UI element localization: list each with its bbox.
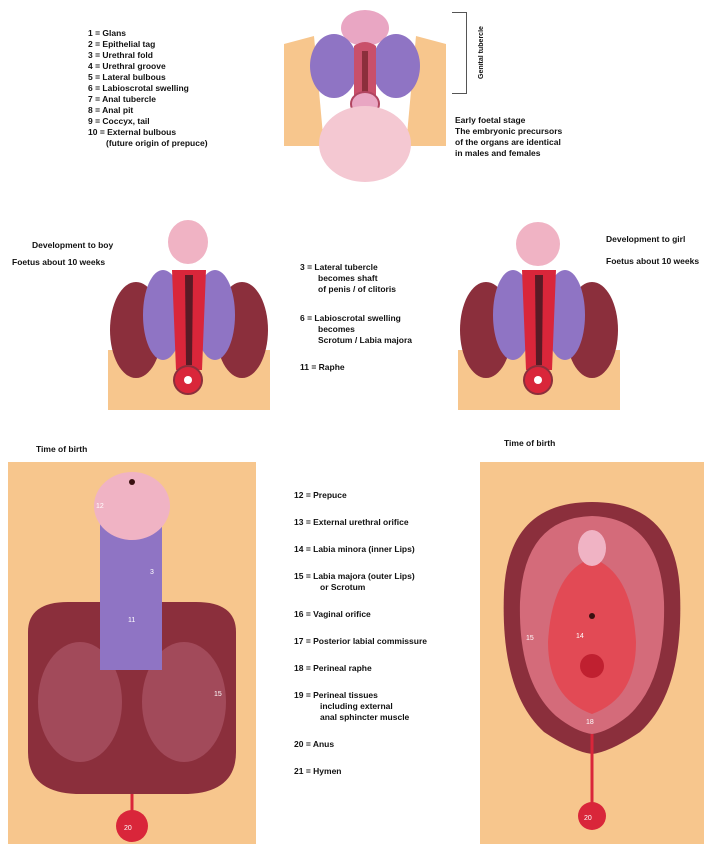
legend-item: 15 = Labia majora (outer Lips) <box>294 571 427 582</box>
legend-item: 8 = Anal pit <box>88 105 208 116</box>
bottom-legend-group: 12 = Prepuce <box>294 490 427 501</box>
legend-item: 6 = Labioscrotal swelling <box>300 313 412 324</box>
male-birth-figure: 12 3 11 15 20 <box>8 462 256 844</box>
legend-item: Scrotum / Labia majora <box>300 335 412 346</box>
legend-item: 7 = Anal tubercle <box>88 94 208 105</box>
legend-item: 1 = Glans <box>88 28 208 39</box>
legend-item: 2 = Epithelial tag <box>88 39 208 50</box>
legend-item: 5 = Lateral bulbous <box>88 72 208 83</box>
legend-item: 9 = Coccyx, tail <box>88 116 208 127</box>
middle-legend-group: 11 = Raphe <box>300 362 412 373</box>
legend-item: 13 = External urethral orifice <box>294 517 427 528</box>
figure-number: 18 <box>586 719 594 726</box>
bottom-legend-group: 20 = Anus <box>294 739 427 750</box>
early-stage-line: in males and females <box>455 148 562 159</box>
bottom-legend-group: 16 = Vaginal orifice <box>294 609 427 620</box>
legend-item: 18 = Perineal raphe <box>294 663 427 674</box>
bottom-legend-group: 19 = Perineal tissues including external… <box>294 690 427 723</box>
figure-number: 11 <box>128 617 135 624</box>
legend-item: 19 = Perineal tissues <box>294 690 427 701</box>
bottom-legend-group: 14 = Labia minora (inner Lips) <box>294 544 427 555</box>
bottom-legend-group: 18 = Perineal raphe <box>294 663 427 674</box>
middle-legend-group: 3 = Lateral tubercle becomes shaft of pe… <box>300 262 412 295</box>
early-stage-text: Early foetal stage The embryonic precurs… <box>455 115 562 159</box>
figure-number: 12 <box>96 503 104 510</box>
legend-item: 16 = Vaginal orifice <box>294 609 427 620</box>
figure-number: 20 <box>584 815 592 822</box>
time-of-birth-left: Time of birth <box>36 444 87 455</box>
boy-heading: Development to boy Foetus about 10 weeks <box>12 240 113 268</box>
legend-item: 3 = Lateral tubercle <box>300 262 412 273</box>
bottom-legend: 12 = Prepuce 13 = External urethral orif… <box>294 490 427 777</box>
boy-heading-title: Development to boy <box>12 240 113 251</box>
early-stage-line: of the organs are identical <box>455 137 562 148</box>
legend-item: of penis / of clitoris <box>300 284 412 295</box>
legend-item: 21 = Hymen <box>294 766 427 777</box>
early-stage-figure <box>284 6 446 182</box>
girl-10-weeks-figure <box>458 220 620 410</box>
legend-item: including external <box>294 701 427 712</box>
female-birth-figure: 15 14 18 20 <box>480 462 704 844</box>
figure-number: 3 <box>150 569 154 576</box>
figure-number: 15 <box>526 635 534 642</box>
vertical-label: Genital tubercle <box>478 8 485 98</box>
time-of-birth-right: Time of birth <box>504 438 555 449</box>
bracket <box>452 12 467 94</box>
middle-legend: 3 = Lateral tubercle becomes shaft of pe… <box>300 262 412 373</box>
early-stage-line: Early foetal stage <box>455 115 562 126</box>
legend-item: becomes shaft <box>300 273 412 284</box>
bottom-legend-group: 21 = Hymen <box>294 766 427 777</box>
legend-item: becomes <box>300 324 412 335</box>
figure-number: 14 <box>576 633 584 640</box>
bottom-legend-group: 15 = Labia majora (outer Lips) or Scrotu… <box>294 571 427 593</box>
boy-heading-sub: Foetus about 10 weeks <box>12 257 113 268</box>
legend-item: 4 = Urethral groove <box>88 61 208 72</box>
legend-item: 3 = Urethral fold <box>88 50 208 61</box>
figure-number: 15 <box>214 691 222 698</box>
bottom-legend-group: 13 = External urethral orifice <box>294 517 427 528</box>
legend-item: 17 = Posterior labial commissure <box>294 636 427 647</box>
legend-item: or Scrotum <box>294 582 427 593</box>
figure-number: 20 <box>124 825 132 832</box>
early-stage-line: The embryonic precursors <box>455 126 562 137</box>
middle-legend-group: 6 = Labioscrotal swelling becomes Scrotu… <box>300 313 412 346</box>
legend-item: (future origin of prepuce) <box>88 138 208 149</box>
legend-item: anal sphincter muscle <box>294 712 427 723</box>
legend-item: 20 = Anus <box>294 739 427 750</box>
legend-top: 1 = Glans 2 = Epithelial tag 3 = Urethra… <box>88 28 208 149</box>
bottom-legend-group: 17 = Posterior labial commissure <box>294 636 427 647</box>
legend-item: 6 = Labioscrotal swelling <box>88 83 208 94</box>
legend-item: 10 = External bulbous <box>88 127 208 138</box>
legend-item: 12 = Prepuce <box>294 490 427 501</box>
legend-item: 14 = Labia minora (inner Lips) <box>294 544 427 555</box>
boy-10-weeks-figure <box>108 220 270 410</box>
legend-item: 11 = Raphe <box>300 362 412 373</box>
